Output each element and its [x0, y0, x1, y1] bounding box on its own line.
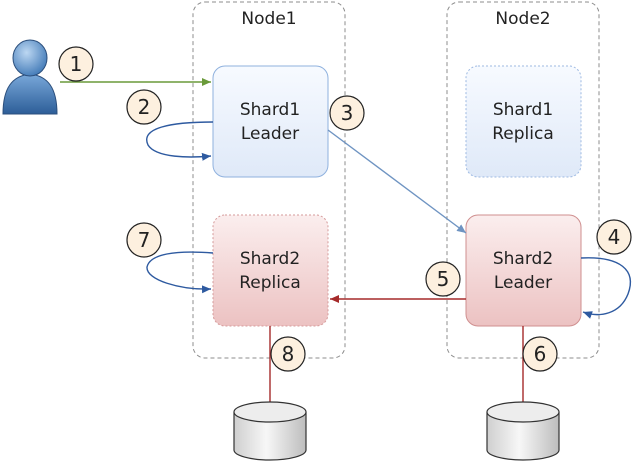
step-number: 3 — [341, 101, 354, 125]
disk-icon — [233, 401, 307, 461]
arrow-shard1-leader-to-shard2-leader — [327, 129, 467, 234]
user-icon — [2, 39, 58, 115]
arrow-shard2-leader-self — [580, 257, 632, 319]
shard1-replica-box: Shard1 Replica — [465, 65, 582, 178]
disk-icon — [486, 401, 560, 461]
arrow-shard2-replica-self — [146, 251, 214, 294]
shard1-leader-line1: Shard1 — [240, 100, 300, 120]
node2-label: Node2 — [495, 9, 550, 29]
step-number: 8 — [282, 342, 295, 366]
shard1-leader-line2: Leader — [241, 124, 299, 144]
shard1-replica-line2: Replica — [492, 124, 554, 144]
step-marker-3: 3 — [329, 95, 365, 131]
shard2-leader-box: Shard2 Leader — [465, 214, 582, 327]
step-number: 4 — [608, 225, 621, 249]
shard1-replica-line1: Shard1 — [493, 100, 553, 120]
shard2-replica-line1: Shard2 — [240, 249, 300, 269]
step-number: 7 — [138, 228, 151, 252]
shard2-replica-line2: Replica — [239, 273, 301, 293]
step-number: 2 — [138, 95, 151, 119]
shard2-leader-line1: Shard2 — [493, 249, 553, 269]
step-number: 1 — [70, 52, 83, 76]
shard1-leader-box: Shard1 Leader — [212, 65, 329, 178]
step-marker-1: 1 — [58, 46, 94, 82]
step-marker-2: 2 — [126, 89, 162, 125]
step-marker-4: 4 — [596, 219, 632, 255]
node1-label: Node1 — [241, 9, 296, 29]
step-number: 5 — [437, 267, 450, 291]
step-marker-5: 5 — [425, 261, 461, 297]
step-number: 6 — [534, 342, 547, 366]
step-marker-8: 8 — [270, 336, 306, 372]
arrow-shard1-leader-self — [146, 121, 214, 161]
shard2-replica-box: Shard2 Replica — [212, 214, 329, 327]
step-marker-6: 6 — [522, 336, 558, 372]
node1-container: Node1 — [192, 1, 346, 359]
shard2-leader-line2: Leader — [494, 273, 552, 293]
step-marker-7: 7 — [126, 222, 162, 258]
